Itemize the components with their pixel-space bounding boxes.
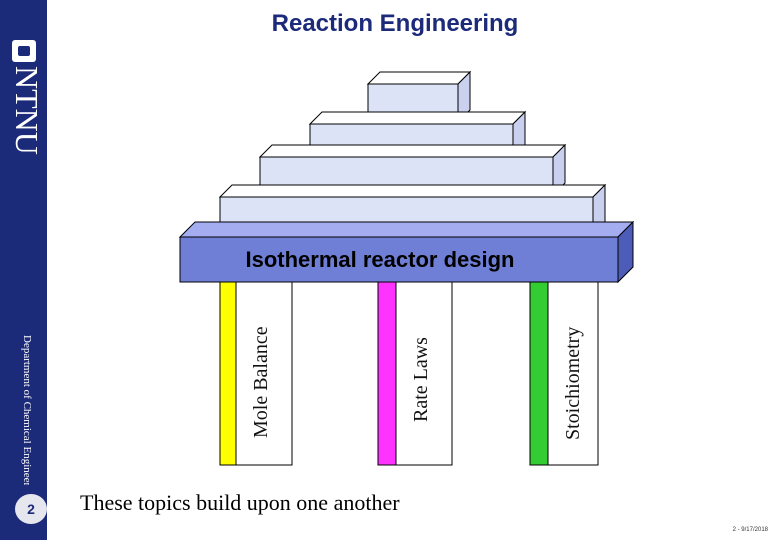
caption: These topics build upon one another — [80, 490, 400, 515]
pillar-label-rate-laws: Rate Laws — [410, 337, 432, 422]
logo-text: NTNU — [9, 66, 42, 155]
slide-title: Reaction Engineering — [271, 10, 519, 37]
pillar-label-stoichiometry: Stoichiometry — [562, 326, 584, 440]
footer-date: 2 - 9/17/2018 — [732, 527, 768, 533]
pillar-mole-balance — [219, 281, 293, 466]
sidebar: NTNU Department of Chemical Engineering … — [0, 0, 47, 540]
ntnu-logo-wordmark: NTNU — [9, 66, 42, 155]
pillar-rate-laws — [377, 281, 453, 466]
pillar-stoichiometry — [529, 281, 599, 466]
base-label: Isothermal reactor design — [245, 247, 515, 272]
base-slab — [178, 220, 635, 284]
page-number: 2 — [15, 494, 47, 524]
ntnu-logo-icon — [12, 40, 36, 62]
pillar-label-mole-balance: Mole Balance — [250, 326, 272, 438]
